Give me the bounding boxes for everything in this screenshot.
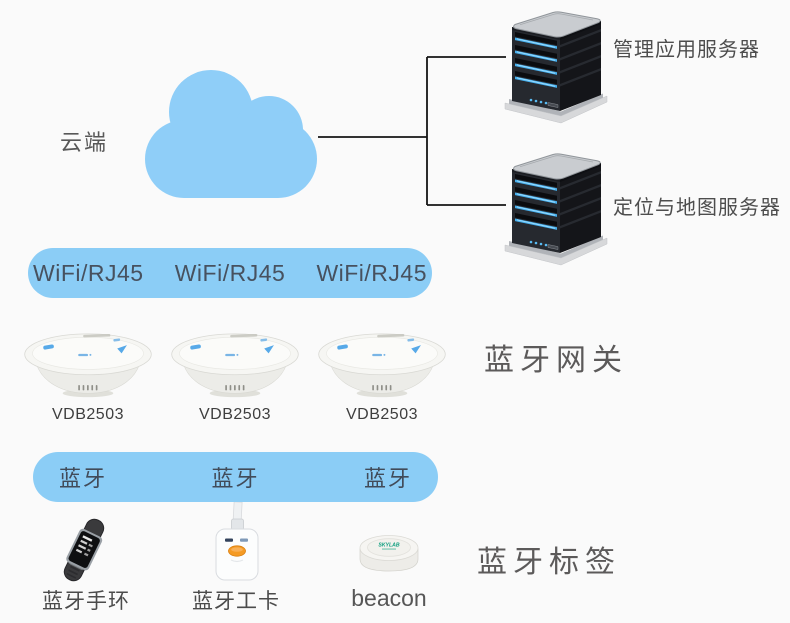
bt-banner-item: 蓝牙 — [363, 466, 412, 491]
bt-banner-item: 蓝牙 — [211, 466, 260, 491]
badge-label: 蓝牙工卡 — [192, 590, 280, 613]
server-tower-icon — [504, 153, 608, 266]
tag-section-label: 蓝牙标签 — [477, 546, 621, 579]
badge-icon — [215, 502, 259, 581]
beacon-brand-text: SKYLAB — [378, 543, 400, 549]
wifi-banner-item: WiFi/RJ45 — [174, 259, 286, 286]
server-top-label: 管理应用服务器 — [613, 39, 760, 61]
gateway-device: VDB2503 — [166, 329, 304, 424]
wifi-banner: WiFi/RJ45 WiFi/RJ45 WiFi/RJ45 — [28, 248, 432, 298]
beacon-label: beacon — [351, 585, 427, 611]
gateway-device: VDB2503 — [313, 329, 451, 424]
cloud-icon — [145, 70, 317, 198]
gateway-model-label: VDB2503 — [199, 406, 271, 423]
gateway-section-label: 蓝牙网关 — [484, 344, 628, 377]
bluetooth-gateway-icon — [24, 333, 152, 398]
bluetooth-gateway-icon — [171, 333, 299, 398]
wifi-banner-item: WiFi/RJ45 — [33, 259, 144, 286]
bluetooth-gateway-icon — [318, 333, 446, 398]
bt-banner-item: 蓝牙 — [59, 466, 108, 491]
server-bottom-label: 定位与地图服务器 — [613, 197, 781, 219]
wristband-label: 蓝牙手环 — [42, 590, 130, 613]
beacon-icon: SKYLAB — [359, 535, 419, 572]
cloud-label: 云端 — [60, 130, 109, 155]
gateway-model-label: VDB2503 — [52, 406, 124, 423]
bluetooth-banner: 蓝牙 蓝牙 蓝牙 — [33, 452, 438, 502]
gateway-model-label: VDB2503 — [346, 406, 418, 423]
gateway-device: VDB2503 — [19, 329, 157, 424]
server-tower-icon — [504, 11, 608, 124]
wifi-banner-item: WiFi/RJ45 — [316, 259, 427, 286]
wristband-icon — [63, 518, 105, 582]
